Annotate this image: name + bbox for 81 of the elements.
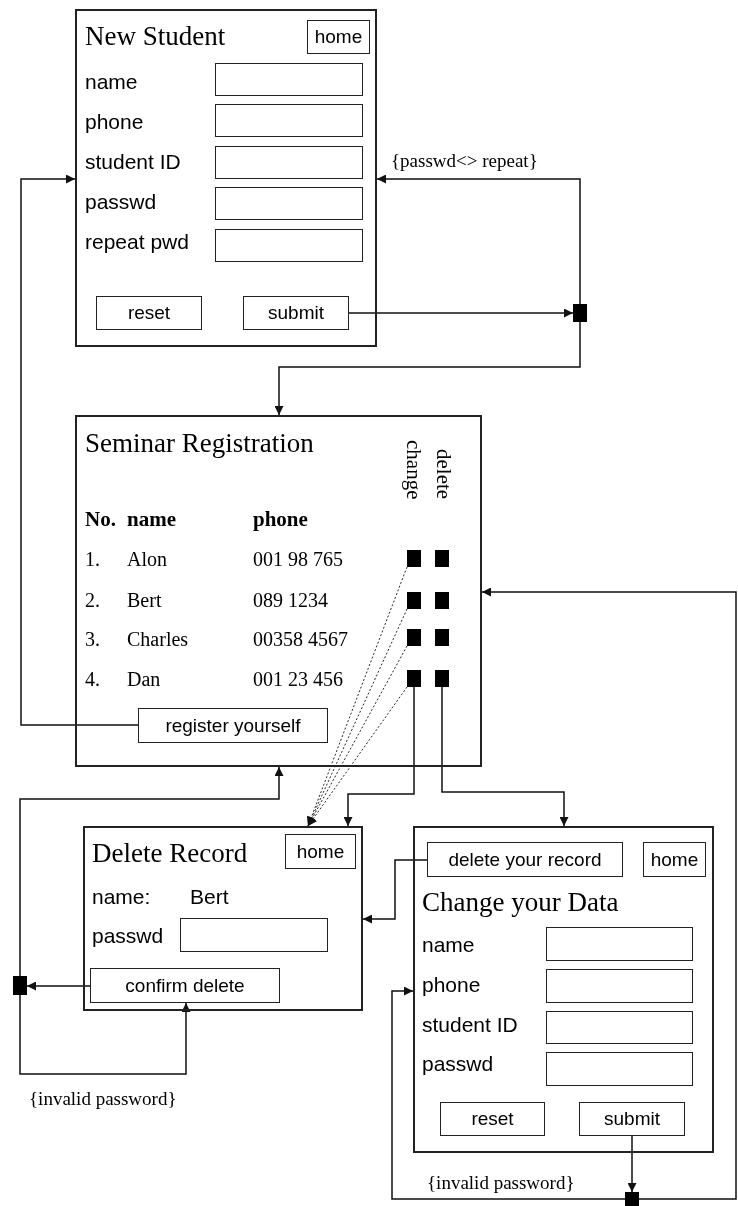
arrow: [343, 686, 415, 827]
junction-marker: [573, 304, 587, 322]
arrow: [20, 174, 139, 726]
row-action-marker: [435, 629, 449, 646]
table-cell-text: 001 98 765: [253, 547, 343, 572]
input-field: [215, 187, 363, 220]
input-field: [215, 146, 363, 179]
home-button: home: [307, 20, 370, 54]
screen-panel: [75, 415, 482, 767]
field-label: passwd: [422, 1051, 494, 1077]
screen-panel: [83, 826, 363, 1011]
row-action-marker: [407, 629, 421, 646]
row-action-marker: [435, 670, 449, 687]
field-label: repeat pwd: [85, 229, 189, 255]
arrow: [26, 981, 91, 991]
row-action-marker: [407, 550, 421, 567]
arrow: [362, 859, 428, 924]
column-header: change: [403, 440, 425, 500]
screen-title: Change your Data: [422, 889, 619, 915]
register-button: register yourself: [138, 708, 328, 743]
column-header: No.: [85, 506, 116, 532]
column-header: phone: [253, 506, 308, 532]
field-label: passwd: [85, 189, 157, 215]
table-cell-text: Bert: [127, 588, 162, 613]
table-cell-text: 3.: [85, 627, 100, 652]
field-label: passwd: [92, 923, 164, 949]
field-label: phone: [422, 972, 481, 998]
delete-button: delete your record: [427, 842, 623, 877]
table-cell-text: 1.: [85, 547, 100, 572]
screen-title: Seminar Registration: [85, 430, 314, 456]
arrow: [441, 686, 569, 827]
column-header: name: [127, 506, 176, 532]
input-field: [546, 1011, 693, 1044]
screen-title: New Student: [85, 23, 226, 49]
arrow: [627, 1135, 637, 1193]
arrow: [391, 986, 626, 1200]
home-button: home: [643, 842, 706, 877]
table-cell-text: 001 23 456: [253, 667, 343, 692]
junction-marker: [13, 976, 27, 995]
field-value: Bert: [190, 884, 229, 910]
arrow: [19, 994, 191, 1075]
field-label: name: [85, 69, 138, 95]
arrow: [376, 174, 581, 305]
column-header: delete: [433, 449, 455, 500]
input-field: [546, 927, 693, 961]
field-label: student ID: [85, 149, 181, 175]
submit-button: submit: [579, 1102, 685, 1136]
field-label: student ID: [422, 1012, 518, 1038]
input-field: [215, 229, 363, 262]
screen-panel: [75, 9, 377, 347]
input-field: [215, 63, 363, 96]
reset-button: reset: [96, 296, 202, 330]
arrow: [348, 308, 574, 318]
table-cell-text: 089 1234: [253, 588, 328, 613]
row-action-marker: [435, 550, 449, 567]
input-field: [180, 918, 328, 952]
input-field: [546, 969, 693, 1003]
row-action-marker: [407, 592, 421, 609]
reset-button: reset: [440, 1102, 545, 1136]
field-label: name: [422, 932, 475, 958]
table-cell-text: Charles: [127, 627, 189, 652]
arrow: [481, 587, 737, 1200]
row-action-marker: [435, 592, 449, 609]
arrow: [274, 321, 581, 416]
screen-panel: [413, 826, 714, 1153]
table-cell-text: Dan: [127, 667, 161, 692]
field-label: phone: [85, 109, 144, 135]
table-cell-text: 2.: [85, 588, 100, 613]
arrow: [19, 766, 284, 977]
table-cell-text: 4.: [85, 667, 100, 692]
field-label: name:: [92, 884, 151, 910]
confirm-button: confirm delete: [90, 968, 280, 1003]
input-field: [215, 104, 363, 137]
home-button: home: [285, 834, 356, 869]
table-cell-text: Alon: [127, 547, 167, 572]
screen-title: Delete Record: [92, 840, 248, 866]
table-cell-text: 00358 4567: [253, 627, 348, 652]
junction-marker: [625, 1192, 639, 1206]
input-field: [546, 1052, 693, 1086]
row-action-marker: [407, 670, 421, 687]
submit-button: submit: [243, 296, 349, 330]
